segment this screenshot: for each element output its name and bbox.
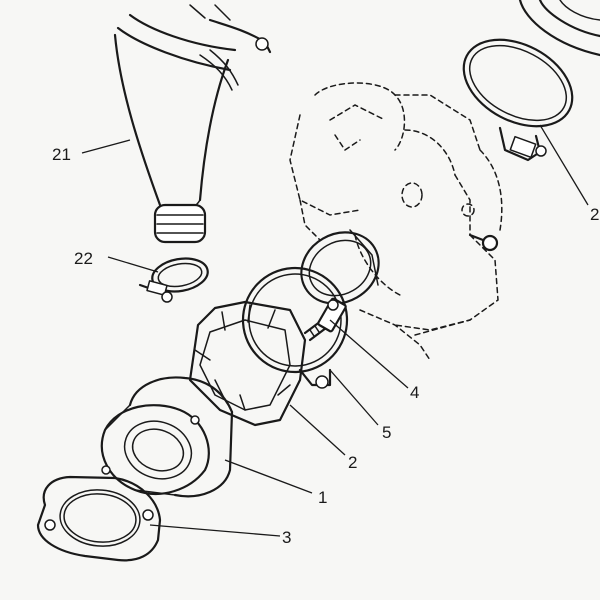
hose-clamp [241,266,349,389]
mounting-bolt [303,297,347,342]
air-intake-boot [113,4,272,244]
callout-5: 5 [382,423,391,442]
callout-4: 4 [410,383,419,402]
large-clamp-ring [462,38,574,162]
callout-3: 3 [282,528,291,547]
callout-21: 21 [52,145,71,164]
intake-joint [100,376,234,498]
clamp-band [188,300,307,427]
upper-hose-end [518,0,600,57]
leader-lines [81,124,589,537]
callout-2: 2 [348,453,357,472]
gasket-flange [36,475,162,562]
carburetor-body [289,82,503,361]
callout-22: 22 [74,249,93,268]
small-hose-clamp [138,257,209,303]
callout-1: 1 [318,488,327,507]
callout-2-top-right: 2 [590,205,599,224]
